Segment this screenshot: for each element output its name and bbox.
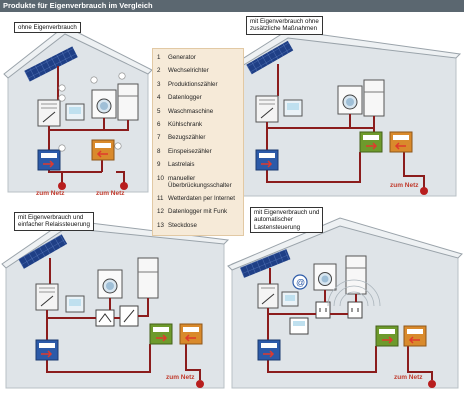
production-meter — [35, 339, 59, 361]
grid-connection — [120, 182, 128, 190]
inverter-device — [257, 283, 279, 309]
grid-label: zum Netz — [390, 182, 419, 189]
grid-label: zum Netz — [166, 374, 195, 381]
export-meter — [359, 131, 383, 153]
inverter-device — [37, 99, 61, 127]
socket-2 — [347, 301, 363, 319]
grid-connection — [196, 380, 204, 388]
solar-panel — [18, 234, 68, 269]
grid-label: zum Netz — [96, 190, 125, 197]
inverter-device — [35, 283, 59, 311]
import-meter — [389, 131, 413, 153]
scenario-title: ohne Eigenverbrauch — [14, 22, 81, 34]
scenario-title: mit Eigenverbrauch und automatischer Las… — [250, 207, 324, 234]
bypass-switch — [119, 305, 139, 327]
datalogger-device — [283, 99, 303, 117]
load-relay — [95, 309, 115, 327]
grid-label: zum Netz — [36, 190, 65, 197]
radio-waves — [327, 279, 381, 307]
house-1 — [3, 25, 153, 193]
weather-data-internet: @ — [292, 274, 308, 290]
grid-connection — [420, 187, 428, 195]
house-3 — [1, 219, 230, 389]
banner-title: Produkte für Eigenverbrauch im Vergleich — [3, 1, 153, 10]
datalogger-device — [281, 291, 299, 307]
datalogger-device — [65, 103, 85, 121]
fridge — [363, 79, 385, 117]
fridge — [117, 83, 139, 121]
scenario-title: mit Eigenverbrauch ohne zusätzliche Maßn… — [246, 16, 323, 35]
svg-text:@: @ — [296, 278, 305, 288]
banner: Produkte für Eigenverbrauch im Vergleich — [0, 0, 464, 12]
fridge — [137, 257, 159, 299]
grid-connection — [58, 182, 66, 190]
house-4: @ — [227, 217, 463, 389]
export-meter — [375, 325, 399, 347]
solar-panel — [24, 46, 78, 82]
import-meter — [91, 139, 115, 161]
grid-label: zum Netz — [394, 374, 423, 381]
solar-panel — [239, 248, 291, 278]
washing-machine — [337, 85, 363, 115]
washing-machine — [97, 269, 123, 299]
washing-machine — [91, 89, 117, 119]
washing-machine — [313, 263, 337, 291]
radio-datalogger — [289, 317, 309, 335]
datalogger-device — [65, 295, 85, 313]
import-meter — [179, 323, 203, 345]
scenario-title: mit Eigenverbrauch und einfacher Relaiss… — [14, 212, 94, 231]
production-meter — [257, 339, 281, 361]
solar-panel — [246, 40, 294, 75]
production-meter — [255, 149, 279, 171]
import-meter — [403, 325, 427, 347]
grid-connection — [428, 380, 436, 388]
house-2 — [227, 29, 462, 197]
inverter-device — [255, 95, 279, 123]
export-meter — [149, 323, 173, 345]
production-meter — [37, 149, 61, 171]
socket-1 — [315, 301, 331, 319]
